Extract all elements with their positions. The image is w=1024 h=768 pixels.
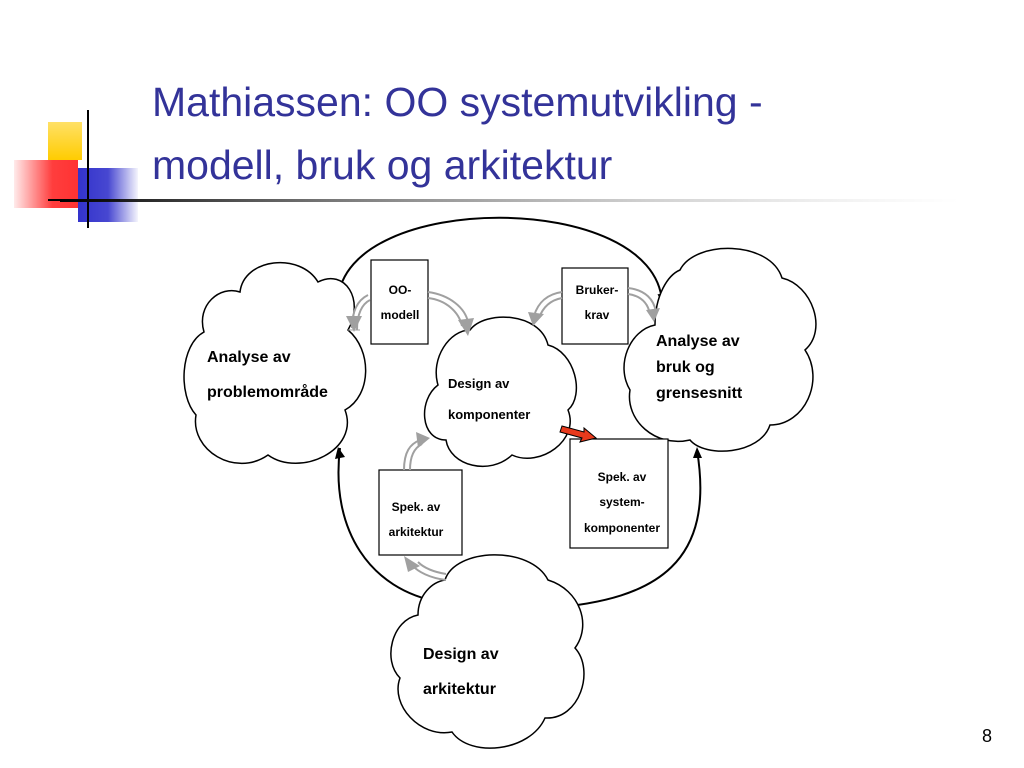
analyse-problem-line-2: problemområde [207,383,328,401]
arc-left-arrowhead-top [335,447,345,459]
slide-title-line-1: Mathiassen: OO systemutvikling - [152,79,763,125]
spek-arkitektur-line-2: arkitektur [389,525,444,539]
grey-arrow-oo-to-design [427,291,474,336]
oo-modell-line-2: modell [381,308,420,322]
cloud-analyse-problem [183,261,367,465]
box-oo-modell [370,259,429,345]
design-arkitektur-line-2: arkitektur [423,681,496,698]
spek-system-line-3: komponenter [584,521,660,535]
cloud-design-arkitektur [390,554,585,749]
grey-arrow-spek-to-design [403,432,430,471]
design-arkitektur-line-1: Design av [423,646,499,663]
bruker-krav-line-2: krav [585,308,610,322]
deco-yellow-square [48,122,82,160]
slide-title-line-2: modell, bruk og arkitektur [152,142,613,188]
page-number: 8 [981,726,992,746]
oo-modell-line-1: OO- [389,283,412,297]
box-spek-system [569,438,669,549]
analyse-bruk-line-2: bruk og [656,359,715,376]
arc-right-arrowhead-top [693,447,702,458]
box-bruker-krav [561,267,629,345]
title-underline [60,199,960,202]
grey-arrow-arkitektur-to-spek [404,556,447,581]
grey-arrow-bruker-to-design [528,291,563,326]
analyse-problem-line-1: Analyse av [207,349,291,366]
arc-left [337,447,441,605]
spek-arkitektur-line-1: Spek. av [392,500,441,514]
design-komponenter-line-1: Design av [448,376,510,391]
grey-arrow-oo-to-analyse [346,294,371,332]
arc-top [337,216,666,303]
spek-system-line-1: Spek. av [598,470,647,484]
box-spek-arkitektur [378,469,463,556]
bruker-krav-line-1: Bruker- [576,283,619,297]
design-komponenter-line-2: komponenter [448,407,530,422]
cloud-design-komponenter [423,316,578,468]
arc-right [547,449,702,612]
analyse-bruk-line-3: grensesnitt [656,385,743,402]
cloud-analyse-bruk [623,247,817,452]
grey-arrow-bruker-to-analyse [627,287,660,322]
red-arrow-design-to-spek [559,425,598,443]
spek-system-line-2: system- [599,495,644,509]
analyse-bruk-line-1: Analyse av [656,333,740,350]
